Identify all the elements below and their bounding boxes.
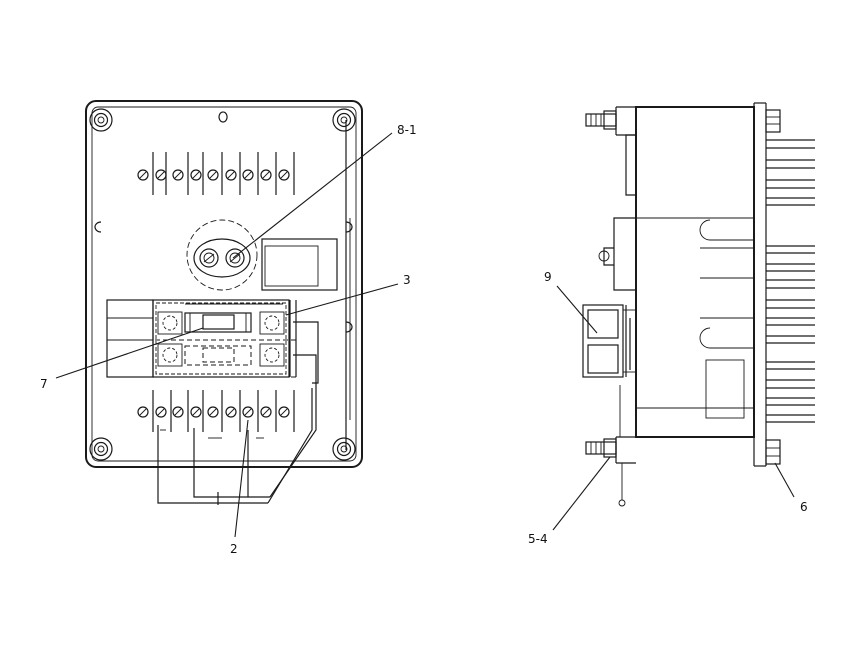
bottom-terminal-strip	[137, 390, 295, 432]
leader-2	[234, 419, 249, 538]
callout-3: 3	[403, 273, 411, 287]
leader-5-4	[552, 456, 611, 531]
callout-5-4: 5-4	[528, 532, 548, 546]
callout-labels: 8-1 3 7 2 9 5-4 6	[40, 123, 808, 556]
side-body	[635, 106, 755, 438]
leader-8-1	[232, 132, 393, 259]
callout-8-1: 8-1	[397, 123, 417, 137]
fuse-module	[152, 299, 299, 378]
side-view	[582, 102, 815, 507]
callout-9: 9	[544, 270, 552, 284]
front-view	[85, 100, 363, 505]
leader-lines	[55, 132, 795, 538]
connector-part-9	[582, 304, 636, 437]
callout-2: 2	[230, 542, 238, 556]
corner-screws	[89, 108, 356, 461]
leader-9	[556, 285, 598, 334]
heat-sink-fins	[766, 139, 815, 423]
top-terminal-strip	[137, 152, 295, 195]
leader-7	[55, 327, 204, 379]
callout-6: 6	[800, 500, 808, 514]
bottom-stud-part-5-4	[585, 438, 626, 507]
potentiometer-part-8-1	[186, 219, 258, 291]
jumper-wires-part-2	[157, 321, 319, 505]
leader-3	[285, 283, 399, 316]
fuse-part-7	[184, 312, 252, 366]
front-plate	[85, 100, 363, 468]
callout-7: 7	[40, 377, 48, 391]
mounting-bolts-part-6	[765, 109, 781, 465]
leader-6	[774, 462, 795, 498]
top-stud	[585, 110, 617, 130]
